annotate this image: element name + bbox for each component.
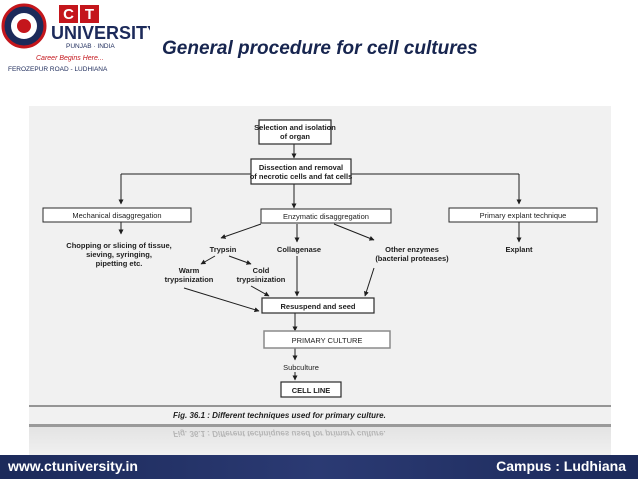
resuspend-label: Resuspend and seed [280, 302, 355, 311]
cell-line-label: CELL LINE [292, 386, 331, 395]
figure-caption: Fig. 36.1 : Different techniques used fo… [173, 411, 386, 420]
resuspend-box [261, 297, 375, 314]
chopping-label-line2: sieving, syringing, [86, 250, 152, 259]
enzymatic-label: Enzymatic disaggregation [283, 212, 369, 221]
mechanical-label: Mechanical disaggregation [72, 211, 161, 220]
selection-label-line2: of organ [280, 132, 310, 141]
footer-campus: Campus : Ludhiana [496, 458, 626, 474]
flowchart-figure: Selection and isolation of organ Dissect… [29, 106, 611, 427]
logo-letter-c: C [63, 6, 74, 23]
explant-label: Explant [505, 245, 533, 254]
warm-trypsinization-line2: trypsinization [165, 275, 214, 284]
primary-culture-box [263, 330, 391, 349]
explant-technique-label: Primary explant technique [480, 211, 567, 220]
flow-arrows [118, 144, 522, 381]
warm-trypsinization-line1: Warm [179, 266, 200, 275]
selection-label-line1: Selection and isolation [254, 123, 336, 132]
slide-title: General procedure for cell cultures [162, 38, 478, 59]
trypsin-label: Trypsin [210, 245, 237, 254]
dissection-box [250, 158, 352, 185]
dissection-label-line1: Dissection and removal [259, 163, 343, 172]
enzymatic-box [260, 208, 392, 224]
logo-region: PUNJAB · INDIA [66, 43, 115, 50]
dissection-label-line2: of necrotic cells and fat cells [250, 172, 353, 181]
other-enzymes-label-line1: Other enzymes [385, 245, 439, 254]
cold-trypsinization-line1: Cold [253, 266, 270, 275]
logo-name: UNIVERSITY [51, 23, 150, 43]
logo-letter-t: T [85, 6, 94, 23]
footer-website: www.ctuniversity.in [8, 458, 138, 474]
collagenase-label: Collagenase [277, 245, 321, 254]
cell-line-box [280, 381, 342, 398]
primary-culture-label: PRIMARY CULTURE [292, 336, 363, 345]
subculture-label: Subculture [283, 363, 319, 372]
explant-technique-box [448, 207, 598, 223]
logo-address: FEROZEPUR ROAD - LUDHIANA [8, 66, 108, 73]
chopping-label-line3: pipetting etc. [96, 259, 143, 268]
footer-bar: www.ctuniversity.in Campus : Ludhiana [0, 455, 638, 479]
university-logo: C T UNIVERSITY PUNJAB · INDIA Career Beg… [0, 0, 159, 78]
caption-reflection: Fig. 36.1 : Different techniques used fo… [173, 429, 386, 438]
chopping-label-line1: Chopping or slicing of tissue, [66, 241, 171, 250]
cold-trypsinization-line2: trypsinization [237, 275, 286, 284]
other-enzymes-label-line2: (bacterial proteases) [375, 254, 449, 263]
mechanical-box [42, 207, 192, 223]
selection-box [258, 119, 332, 145]
logo-tagline: Career Begins Here... [36, 55, 104, 62]
